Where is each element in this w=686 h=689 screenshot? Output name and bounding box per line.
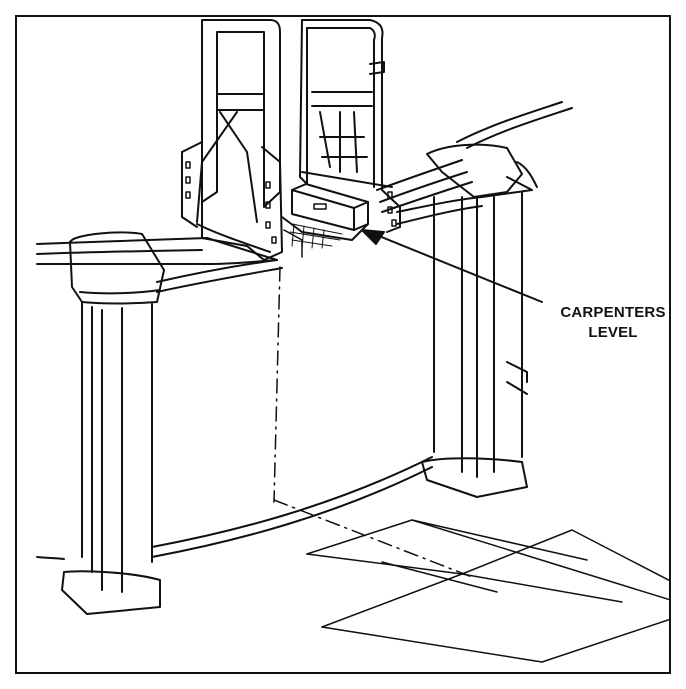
left-ladder — [181, 19, 283, 261]
right-post-base — [421, 457, 528, 498]
ground-grid — [306, 519, 669, 663]
back-wall-mark — [506, 361, 528, 395]
carpenters-level-label: CARPENTERS LEVEL — [538, 303, 686, 343]
back-wall-edge — [456, 101, 563, 143]
right-post — [421, 143, 528, 498]
plumb-line — [273, 266, 281, 503]
right-ladder — [299, 19, 401, 233]
callout-line-1: CARPENTERS — [560, 304, 666, 321]
ground-center-line — [273, 499, 473, 578]
left-post — [61, 231, 165, 615]
callout-arrowhead — [361, 229, 385, 245]
figure-frame: CARPENTERS LEVEL — [15, 15, 671, 674]
left-post-base — [61, 570, 161, 615]
platform — [289, 223, 343, 249]
pool-wall-bottom — [36, 456, 433, 560]
pool-ladder-illustration — [36, 19, 669, 663]
callout-leader — [373, 233, 543, 303]
carpenters-level-tool — [281, 183, 369, 258]
callout-line-2: LEVEL — [588, 324, 638, 341]
